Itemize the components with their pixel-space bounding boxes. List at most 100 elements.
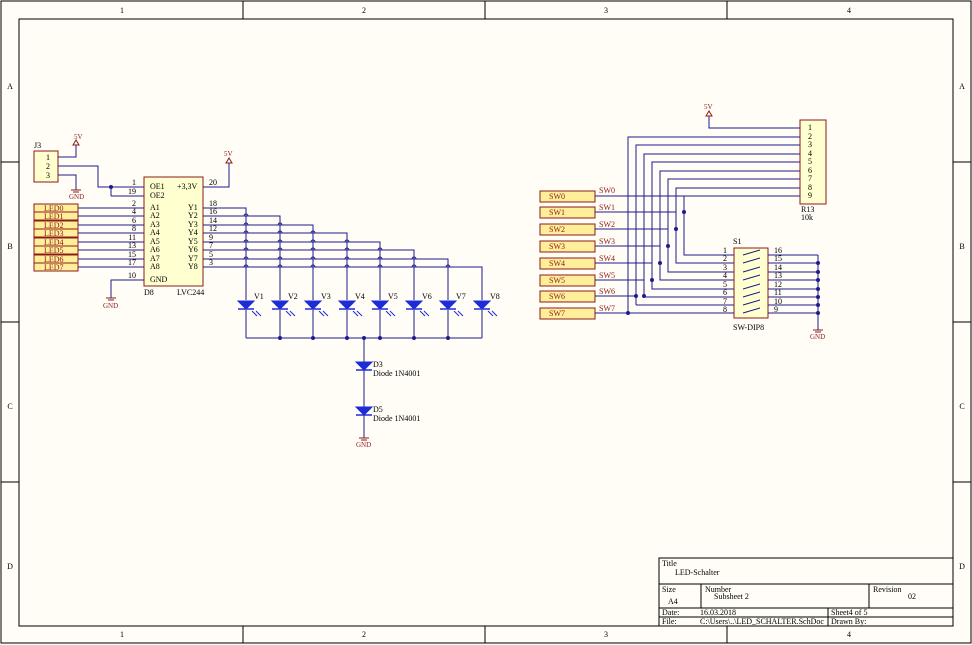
svg-text:10: 10 — [774, 297, 782, 306]
resistor-pack-r13[interactable]: 1 2 3 4 5 6 7 8 9 R13 10k — [799, 119, 827, 222]
port-sw1[interactable]: SW1 — [539, 206, 596, 219]
svg-text:8: 8 — [808, 183, 812, 192]
svg-text:OE1: OE1 — [150, 182, 165, 191]
power-5v-label: 5V — [224, 150, 233, 158]
svg-text:6: 6 — [723, 288, 727, 297]
svg-text:5: 5 — [808, 157, 812, 166]
svg-text:V2: V2 — [288, 292, 298, 301]
diode-d3[interactable]: D3 Diode 1N4001 — [354, 360, 420, 378]
svg-text:SW3: SW3 — [549, 242, 565, 251]
gnd-label: GND — [356, 441, 371, 449]
svg-text:13: 13 — [128, 241, 136, 250]
led-v4[interactable]: V4 — [337, 292, 365, 317]
svg-text:4: 4 — [723, 271, 727, 280]
led-v8[interactable]: V8 — [472, 292, 500, 317]
svg-text:A3: A3 — [150, 220, 160, 229]
row-marker: C — [7, 402, 12, 411]
buffer-ic[interactable]: D8 LVC244 — [143, 176, 204, 297]
sw-ports: SW0 SW1 SW2 SW3 SW4 SW5 SW6 SW7 — [539, 190, 596, 320]
port-led3[interactable]: LED3 — [33, 228, 79, 238]
sw-net-labels: SW0 SW1 SW2 SW3 SW4 SW5 SW6 SW7 — [599, 186, 615, 313]
sheet-value: Sheet4 of 5 — [831, 608, 867, 617]
led-v1[interactable]: V1 — [236, 292, 264, 317]
svg-text:13: 13 — [774, 271, 782, 280]
port-sw6[interactable]: SW6 — [539, 290, 596, 303]
led-v5[interactable]: V5 — [370, 292, 398, 317]
port-sw0[interactable]: SW0 — [539, 190, 596, 203]
diode-d5[interactable]: D5 Diode 1N4001 — [354, 405, 420, 423]
port-sw2[interactable]: SW2 — [539, 223, 596, 236]
date-label: Date: — [662, 608, 679, 617]
svg-text:Y2: Y2 — [188, 211, 198, 220]
port-sw3[interactable]: SW3 — [539, 240, 596, 253]
connector-j3[interactable]: J3 1 2 3 — [33, 141, 59, 183]
svg-text:V7: V7 — [456, 292, 466, 301]
port-sw7[interactable]: SW7 — [539, 307, 596, 320]
svg-text:3: 3 — [723, 263, 727, 272]
svg-text:15: 15 — [128, 250, 136, 259]
svg-text:3: 3 — [209, 258, 213, 267]
svg-text:5: 5 — [723, 280, 727, 289]
svg-text:V6: V6 — [422, 292, 432, 301]
r13-5v-wire: 5V — [704, 103, 800, 129]
svg-text:LED7: LED7 — [44, 263, 64, 272]
column-marker: 4 — [847, 6, 851, 15]
port-sw5[interactable]: SW5 — [539, 274, 596, 287]
port-led5[interactable]: LED5 — [33, 245, 79, 255]
svg-text:10: 10 — [128, 271, 136, 280]
led-v6[interactable]: V6 — [404, 292, 432, 317]
svg-text:R13: R13 — [801, 205, 814, 214]
svg-text:Y8: Y8 — [188, 262, 198, 271]
svg-text:8: 8 — [132, 224, 136, 233]
revision-value: 02 — [908, 592, 916, 601]
dip-switch-s1[interactable]: S1 SW-DIP8 — [733, 237, 769, 332]
j3-pin: 3 — [46, 171, 50, 180]
title-value: LED-Schalter — [675, 568, 720, 577]
led-v7[interactable]: V7 — [438, 292, 466, 317]
port-led7[interactable]: LED7 — [33, 262, 79, 272]
svg-text:Diode 1N4001: Diode 1N4001 — [373, 369, 420, 378]
svg-text:7: 7 — [209, 241, 213, 250]
column-marker: 3 — [604, 630, 608, 639]
svg-text:SW4: SW4 — [599, 254, 615, 263]
svg-text:S1: S1 — [733, 237, 741, 246]
gnd-label: GND — [810, 333, 825, 341]
column-marker: 2 — [362, 6, 366, 15]
supply-pin-num: 20 — [209, 178, 217, 187]
svg-text:2: 2 — [723, 254, 727, 263]
svg-text:LED2: LED2 — [44, 221, 64, 230]
svg-text:Y1: Y1 — [188, 203, 198, 212]
svg-text:8: 8 — [723, 305, 727, 314]
port-led1[interactable]: LED1 — [33, 211, 79, 221]
supply-pin-name: +3,3V — [177, 182, 198, 191]
port-sw4[interactable]: SW4 — [539, 257, 596, 270]
svg-text:14: 14 — [209, 216, 217, 225]
svg-text:SW6: SW6 — [549, 292, 565, 301]
svg-text:LED5: LED5 — [44, 246, 64, 255]
gnd-label: GND — [103, 302, 118, 310]
file-label: File: — [662, 617, 677, 626]
svg-text:18: 18 — [209, 199, 217, 208]
j3-5v-symbol: 5V — [72, 133, 83, 146]
svg-text:1: 1 — [808, 123, 812, 132]
led-v2[interactable]: V2 — [270, 292, 298, 317]
svg-text:5: 5 — [209, 250, 213, 259]
led-v3[interactable]: V3 — [303, 292, 331, 317]
svg-text:17: 17 — [128, 258, 136, 267]
svg-text:6: 6 — [132, 216, 136, 225]
svg-text:V3: V3 — [321, 292, 331, 301]
svg-text:4: 4 — [132, 207, 136, 216]
svg-text:SW1: SW1 — [549, 208, 565, 217]
svg-text:SW0: SW0 — [599, 186, 615, 195]
svg-text:SW5: SW5 — [599, 271, 615, 280]
svg-text:Y4: Y4 — [188, 228, 198, 237]
row-marker: B — [959, 242, 964, 251]
